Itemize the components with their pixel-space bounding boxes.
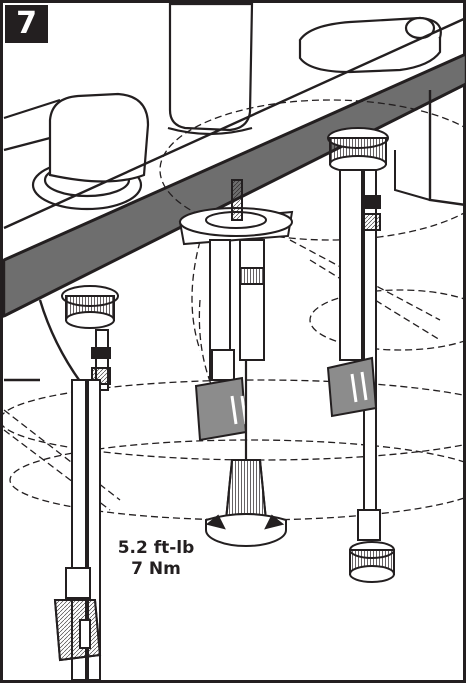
left-handle: [3, 92, 150, 211]
right-supply-line: [326, 127, 395, 583]
right-handle-top: [298, 16, 442, 74]
step-number-badge: 7: [5, 5, 48, 43]
torque-metric: 7 Nm: [131, 559, 181, 579]
left-supply-line: [53, 285, 119, 681]
center-supply-line: [178, 179, 294, 547]
step-number: 7: [16, 6, 37, 41]
right-bracket: [394, 150, 431, 201]
faucet-spout: [167, 2, 254, 136]
torque-spec-label: 5.2 ft-lb 7 Nm: [106, 538, 206, 580]
torque-imperial: 5.2 ft-lb: [117, 538, 195, 558]
